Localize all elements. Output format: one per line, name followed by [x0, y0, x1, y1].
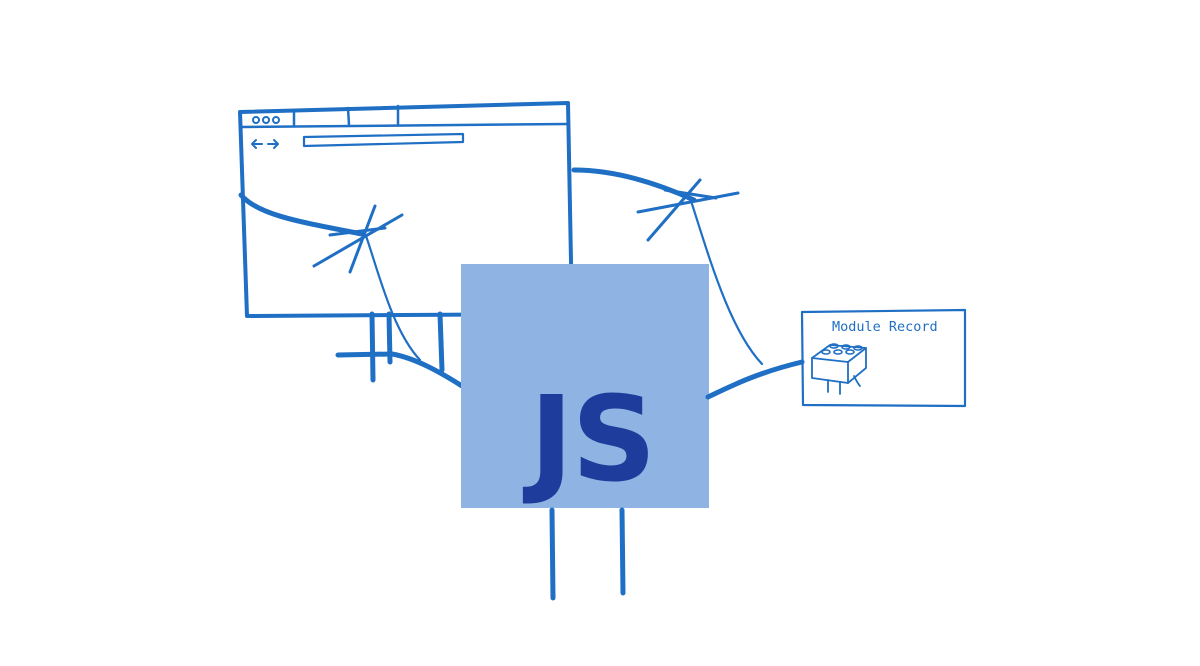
- address-bar: [302, 132, 465, 148]
- module-record-card: Module Record: [800, 308, 967, 408]
- browser-legs: [335, 311, 465, 389]
- module-record-title: Module Record: [832, 319, 938, 335]
- front-arm: [238, 192, 422, 362]
- js-box: JS: [461, 264, 709, 508]
- js-legs: [549, 507, 626, 601]
- js-label: JS: [523, 370, 655, 508]
- right-arm: [705, 359, 805, 400]
- back-arm: [571, 167, 764, 366]
- window-buttons-icon: [252, 116, 280, 124]
- lego-brick-icon: [811, 343, 867, 395]
- back-forward-arrows-icon: [251, 139, 279, 149]
